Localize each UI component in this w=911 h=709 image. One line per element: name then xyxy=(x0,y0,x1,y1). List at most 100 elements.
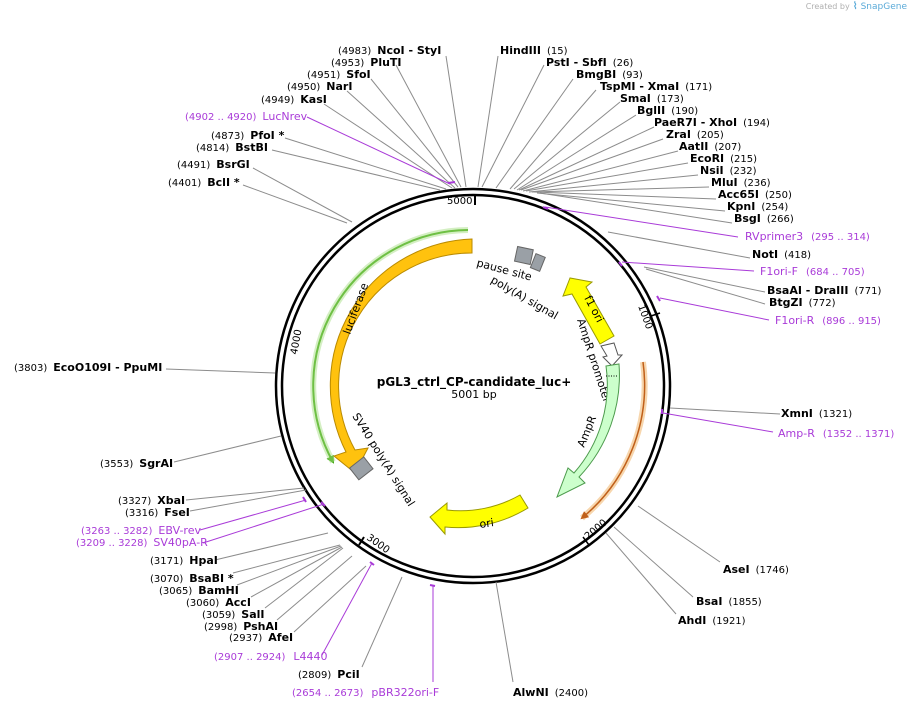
enzyme-label: (2937)AfeI xyxy=(229,631,293,644)
primer-mark-sv40pa-r xyxy=(320,501,326,507)
snapgene-logo-icon: ⌇ xyxy=(852,1,858,12)
enzyme-line xyxy=(293,565,367,633)
tick-1000 xyxy=(650,312,661,317)
primer-mark-rvprimer3 xyxy=(542,206,549,210)
enzyme-line xyxy=(607,231,751,259)
enzyme-label: TspMI - XmaI(171) xyxy=(600,80,712,93)
enzyme-line xyxy=(250,546,343,598)
primer-line xyxy=(321,562,373,656)
enzyme-label: XmnI(1321) xyxy=(781,407,852,420)
enzyme-label: (3060)AccI xyxy=(186,596,251,609)
primer-line xyxy=(621,261,755,272)
enzyme-label: (3553)SgrAI xyxy=(100,457,173,470)
primer-label-ebv-rev: (3263 .. 3282)EBV-rev xyxy=(81,524,201,537)
enzyme-label: AlwNI(2400) xyxy=(513,686,588,699)
ampr-promoter-feature xyxy=(600,342,624,367)
tick-2000 xyxy=(582,536,590,546)
tick-3000 xyxy=(358,536,365,546)
enzyme-line xyxy=(533,191,717,200)
enzyme-line xyxy=(445,55,467,188)
snapgene-credit: Created by ⌇ SnapGene xyxy=(806,1,907,12)
enzyme-line xyxy=(645,268,766,305)
enzyme-label: (4951)SfoI xyxy=(307,68,371,81)
enzyme-line xyxy=(509,89,597,190)
enzyme-line xyxy=(173,435,282,463)
primer-line xyxy=(199,499,307,531)
enzyme-label: (4950)NarI xyxy=(287,80,352,93)
enzyme-line xyxy=(284,137,447,190)
enzyme-line xyxy=(539,192,733,224)
primer-label-l4440: (2907 .. 2924)L4440 xyxy=(214,650,328,663)
enzyme-line xyxy=(236,545,342,586)
enzyme-line xyxy=(481,64,545,188)
enzyme-line xyxy=(477,55,499,188)
credit-text: Created by xyxy=(805,2,850,11)
enzyme-label: (4953)PluTI xyxy=(331,56,402,69)
enzyme-label: (3065)BamHI xyxy=(159,584,239,597)
enzyme-line xyxy=(242,184,348,224)
enzyme-lines xyxy=(165,55,781,683)
primer-mark-f1ori-f xyxy=(618,261,623,267)
enzyme-line xyxy=(643,266,766,293)
enzyme-label: (2809)PciI xyxy=(298,668,360,681)
enzyme-line xyxy=(522,150,679,192)
enzyme-label: Acc65I(250) xyxy=(718,188,792,201)
primer-line xyxy=(306,116,451,185)
enzyme-line xyxy=(637,505,721,563)
enzyme-label: ZraI(205) xyxy=(666,128,724,141)
enzyme-line xyxy=(669,407,781,415)
enzyme-line xyxy=(264,547,344,609)
primer-labels: (4902 .. 4920)LucNrev RVprimer3(295 .. 3… xyxy=(76,110,894,699)
primer-mark-ebv-rev xyxy=(302,496,307,503)
enzyme-label: (4491)BsrGI xyxy=(177,158,250,171)
enzyme-label: SmaI(173) xyxy=(620,92,684,105)
enzyme-label: KpnI(254) xyxy=(727,200,788,213)
enzyme-line xyxy=(520,138,664,191)
f1-ori-feature xyxy=(562,277,615,345)
enzyme-label: HindIII(15) xyxy=(500,44,568,57)
plasmid-size: 5001 bp xyxy=(451,388,496,401)
enzyme-label: BsaI(1855) xyxy=(696,595,762,608)
ampr-feature xyxy=(556,363,620,499)
enzyme-label: (2998)PshAI xyxy=(204,620,278,633)
enzyme-label: BsgI(266) xyxy=(734,212,794,225)
enzyme-label: (4814)BstBI xyxy=(196,141,268,154)
sv40-polya-signal-feature xyxy=(348,456,374,481)
enzyme-line xyxy=(346,90,456,189)
enzyme-label: BsaAI - DraIII(771) xyxy=(767,284,881,297)
enzyme-line xyxy=(395,64,462,188)
ori-label: ori xyxy=(479,516,495,531)
enzyme-line xyxy=(232,544,341,574)
polya-signal-feature xyxy=(529,252,546,272)
enzyme-label: AseI(1746) xyxy=(723,563,789,576)
enzyme-line xyxy=(276,555,353,621)
primer-label-amp-r: Amp-R(1352 .. 1371) xyxy=(778,427,894,440)
primer-label-sv40pa-r: (3209 .. 3228)SV40pA-R xyxy=(76,536,208,549)
enzyme-label: NsiI(232) xyxy=(700,164,757,177)
primer-line xyxy=(202,503,325,544)
primer-lines xyxy=(199,116,774,682)
primer-mark-f1ori-r xyxy=(656,295,661,302)
enzyme-label: (3316)FseI xyxy=(125,506,190,519)
enzyme-line xyxy=(518,126,655,191)
enzyme-line xyxy=(165,368,276,374)
enzyme-labels: (4983)NcoI - StyI (4953)PluTI (4951)SfoI… xyxy=(14,44,881,699)
enzyme-label: (3327)XbaI xyxy=(118,494,185,507)
enzyme-line xyxy=(361,576,403,668)
backbone-inner-circle xyxy=(280,193,666,579)
enzyme-line xyxy=(525,162,689,192)
enzyme-line xyxy=(495,78,574,189)
enzyme-line xyxy=(271,149,441,191)
enzyme-line xyxy=(214,532,329,561)
enzyme-label: AhdI(1921) xyxy=(678,614,746,627)
enzyme-line xyxy=(185,487,305,501)
pause-site-feature xyxy=(513,245,534,266)
enzyme-line xyxy=(531,186,710,193)
enzyme-line xyxy=(536,192,726,212)
enzyme-label: (3059)SalI xyxy=(202,608,264,621)
enzyme-label: (4873)PfoI * xyxy=(211,129,285,142)
ori-feature xyxy=(429,494,529,536)
enzyme-line xyxy=(528,174,699,193)
enzyme-label: (3171)HpaI xyxy=(150,554,218,567)
